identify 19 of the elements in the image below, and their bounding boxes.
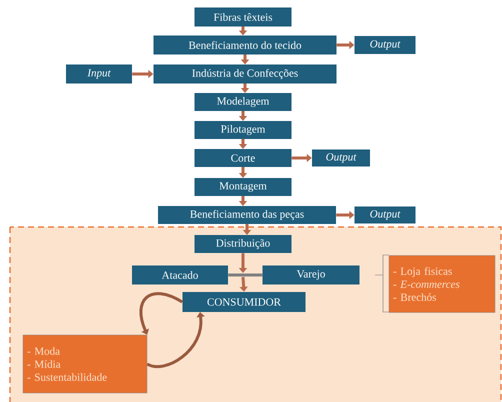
connector-line — [228, 274, 262, 276]
process-box: Fibras têxteis — [194, 8, 292, 26]
list-box: - Moda - Mídia - Sustentabilidade — [22, 334, 148, 394]
process-box: Indústria de Confecções — [154, 64, 336, 84]
process-box: CONSUMIDOR — [182, 292, 306, 312]
process-box: Montagem — [194, 178, 292, 196]
process-box: Output — [354, 36, 416, 54]
process-box: Beneficiamento das peças — [158, 206, 336, 224]
process-box: Output — [312, 150, 370, 166]
process-box: Varejo — [262, 266, 360, 284]
process-box: Atacado — [132, 266, 228, 284]
process-box: Modelagem — [194, 93, 292, 111]
process-box: Distribuição — [194, 235, 292, 253]
process-box: Corte — [194, 149, 292, 167]
process-box: Pilotagem — [194, 121, 292, 139]
process-box: Beneficiamento do tecido — [154, 36, 336, 54]
process-box: Input — [66, 64, 132, 84]
process-box: Output — [354, 206, 416, 224]
list-box: - Loja fisicas - E-commerces - Brechós — [388, 255, 496, 313]
